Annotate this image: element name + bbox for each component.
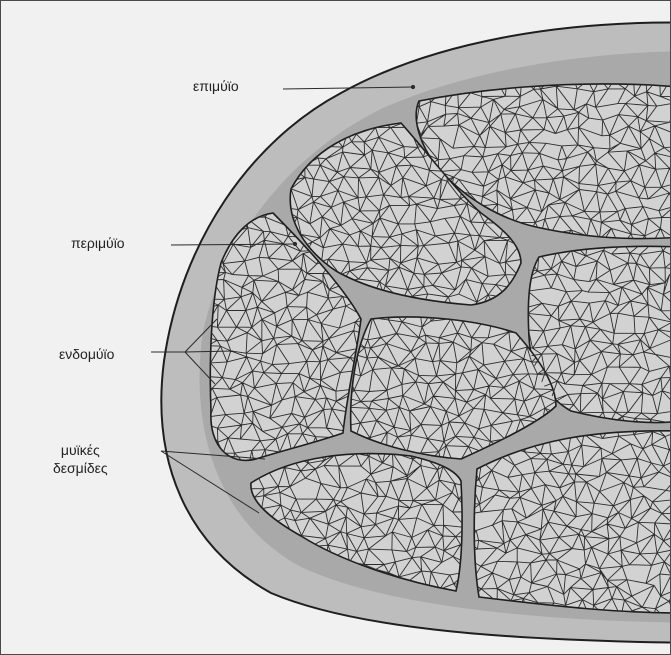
perimysium-label: περιμύϊο [71,234,125,252]
muscle-fascicles-label-line1: μυϊκές [53,441,108,459]
epimysium-label: επιμύϊο [193,77,239,95]
muscle-fascicles-label-line2: δεσμίδες [53,459,108,477]
epimysium-leader-dot [411,85,414,88]
perimysium-leader-dot [293,242,296,245]
endomysium-label: ενδομύϊο [59,345,114,363]
muscle-fascicles-label: μυϊκές δεσμίδες [53,441,108,477]
